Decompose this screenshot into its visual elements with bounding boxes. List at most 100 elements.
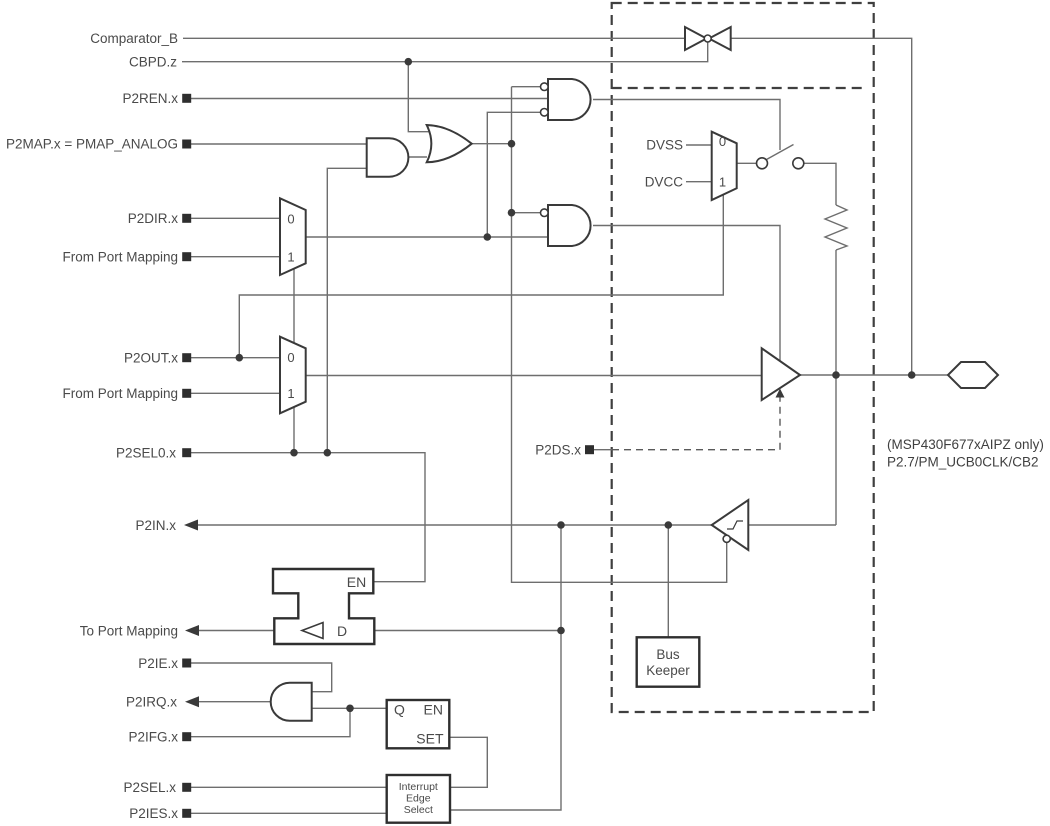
flag-latch-en-label: EN: [424, 702, 443, 718]
port-mapping-latch: EN D: [271, 567, 376, 646]
arrow-p2in: [184, 519, 198, 531]
driver-and-bubble: [539, 208, 549, 218]
arrow-p2irq: [185, 696, 199, 708]
pin-note-line1: (MSP430F677xAIPZ only): [887, 437, 1044, 452]
wire-comparator-b: [183, 37, 913, 375]
from-port-mapping-1-label: From Port Mapping: [62, 250, 178, 265]
wire-and1-to-switch: [593, 98, 781, 150]
flag-latch-set-label: SET: [416, 731, 444, 747]
dvcc-label: DVCC: [645, 175, 684, 190]
latch-body: [271, 567, 376, 646]
wire-analog-disable: [510, 86, 728, 583]
ren-and-bubble-bottom: [539, 107, 549, 117]
terminal-p2out: [182, 353, 192, 363]
wire-p2out-to-pullmux-select: [238, 195, 724, 358]
input-schmitt-buffer: [709, 498, 750, 552]
terminal-fpm2: [182, 388, 192, 398]
junction-or-out: [507, 139, 516, 148]
wire-p2ifg: [191, 708, 351, 738]
switch-contact-left: [755, 157, 769, 170]
driver-and-gate: [539, 204, 592, 247]
junction-dots: [235, 57, 916, 713]
out-mux: 0 1: [279, 335, 307, 415]
junction-comparator-pad: [907, 371, 916, 379]
wire-input-feedback: [450, 525, 562, 811]
switch-contact-right: [791, 157, 805, 170]
junction-p2in-tap: [557, 521, 565, 529]
analog-or-gate: [425, 123, 474, 164]
cbpd-label: CBPD.z: [129, 55, 177, 70]
junction-dirmux-out: [483, 233, 492, 241]
junction-sel0-b: [323, 448, 332, 457]
wire-sel0-to-and: [326, 167, 367, 453]
bus-keeper-block: Bus Keeper: [635, 636, 701, 688]
terminal-p2sel0: [182, 448, 192, 458]
edge-select-label-3: Select: [404, 804, 433, 816]
latch-buffer-triangle-icon: [299, 621, 324, 640]
ren-and-bubble-top: [539, 82, 549, 92]
pull-mux-input1-label: 1: [719, 175, 726, 190]
ren-and-gate: [539, 78, 592, 121]
p2ifg-label: P2IFG.x: [128, 730, 178, 745]
wire-p2ie: [191, 662, 333, 693]
dir-mux-body: [279, 196, 307, 277]
from-port-mapping-2-label: From Port Mapping: [62, 386, 178, 401]
dvss-label: DVSS: [646, 138, 683, 153]
wire-dirmux-branch: [486, 111, 541, 237]
p2ds-arrowhead: [775, 388, 785, 398]
wires: [182, 37, 948, 814]
wire-and2-to-buffer-en: [593, 224, 781, 363]
edge-select-label-1: Interrupt: [399, 781, 438, 793]
dir-mux: 0 1: [279, 196, 307, 277]
terminal-p2ies: [182, 808, 192, 818]
p2ie-label: P2IE.x: [138, 656, 178, 671]
p2out-label: P2OUT.x: [124, 351, 178, 366]
interrupt-flag-latch: Q EN SET: [385, 698, 451, 750]
bus-keeper-label-2: Keeper: [646, 663, 690, 678]
flag-latch-box: [385, 698, 451, 750]
dir-mux-input0-label: 0: [287, 212, 294, 227]
p2sel-label: P2SEL.x: [123, 780, 176, 795]
p2ren-label: P2REN.x: [122, 91, 178, 106]
junction-ifg: [346, 704, 354, 713]
analog-switch-left-triangle: [684, 25, 709, 52]
pmap-and-gate: [365, 137, 410, 178]
terminal-fpm1: [182, 252, 192, 262]
interrupt-edge-select-block: Interrupt Edge Select: [385, 773, 452, 824]
terminal-p2ifg: [182, 732, 192, 742]
pin-pad-icon: [946, 361, 1000, 389]
junction-cbpd: [404, 57, 413, 66]
analog-switch-right-triangle: [706, 25, 732, 52]
out-mux-input0-label: 0: [287, 350, 294, 365]
latch-d-label: D: [337, 623, 347, 639]
wire-p2sel0: [191, 452, 426, 583]
terminal-p2map: [182, 139, 192, 149]
pull-mux: 0 1: [710, 130, 738, 202]
p2sel0-label: P2SEL0.x: [116, 446, 176, 461]
to-port-mapping-label: To Port Mapping: [80, 624, 178, 639]
wire-edge-to-set: [449, 736, 488, 788]
terminal-p2ren: [182, 93, 192, 103]
junction-bus-keeper: [664, 521, 673, 529]
analog-switch: [684, 25, 732, 52]
hysteresis-icon: [727, 520, 743, 530]
signal-labels: Comparator_B CBPD.z P2REN.x P2MAP.x = PM…: [6, 31, 683, 821]
junction-resistor-pad: [832, 371, 840, 379]
outer-dashed-box: [610, 1, 875, 714]
ren-and-gate-body: [547, 78, 592, 121]
irq-and-gate: [269, 681, 313, 722]
terminal-p2dir: [182, 213, 192, 223]
pull-mux-input0-label: 0: [719, 134, 726, 149]
wire-p2ds-dashed: [612, 396, 781, 451]
p2dir-label: P2DIR.x: [128, 211, 179, 226]
wire-bubble-stubs: [511, 86, 541, 214]
latch-en-label: EN: [347, 574, 366, 590]
wire-cbpd: [182, 42, 709, 63]
edge-select-box: [385, 773, 452, 824]
p2irq-label: P2IRQ.x: [126, 695, 177, 710]
wire-switch-to-resistor: [804, 162, 837, 205]
schmitt-body: [709, 498, 750, 552]
edge-select-label-2: Edge: [406, 793, 431, 805]
